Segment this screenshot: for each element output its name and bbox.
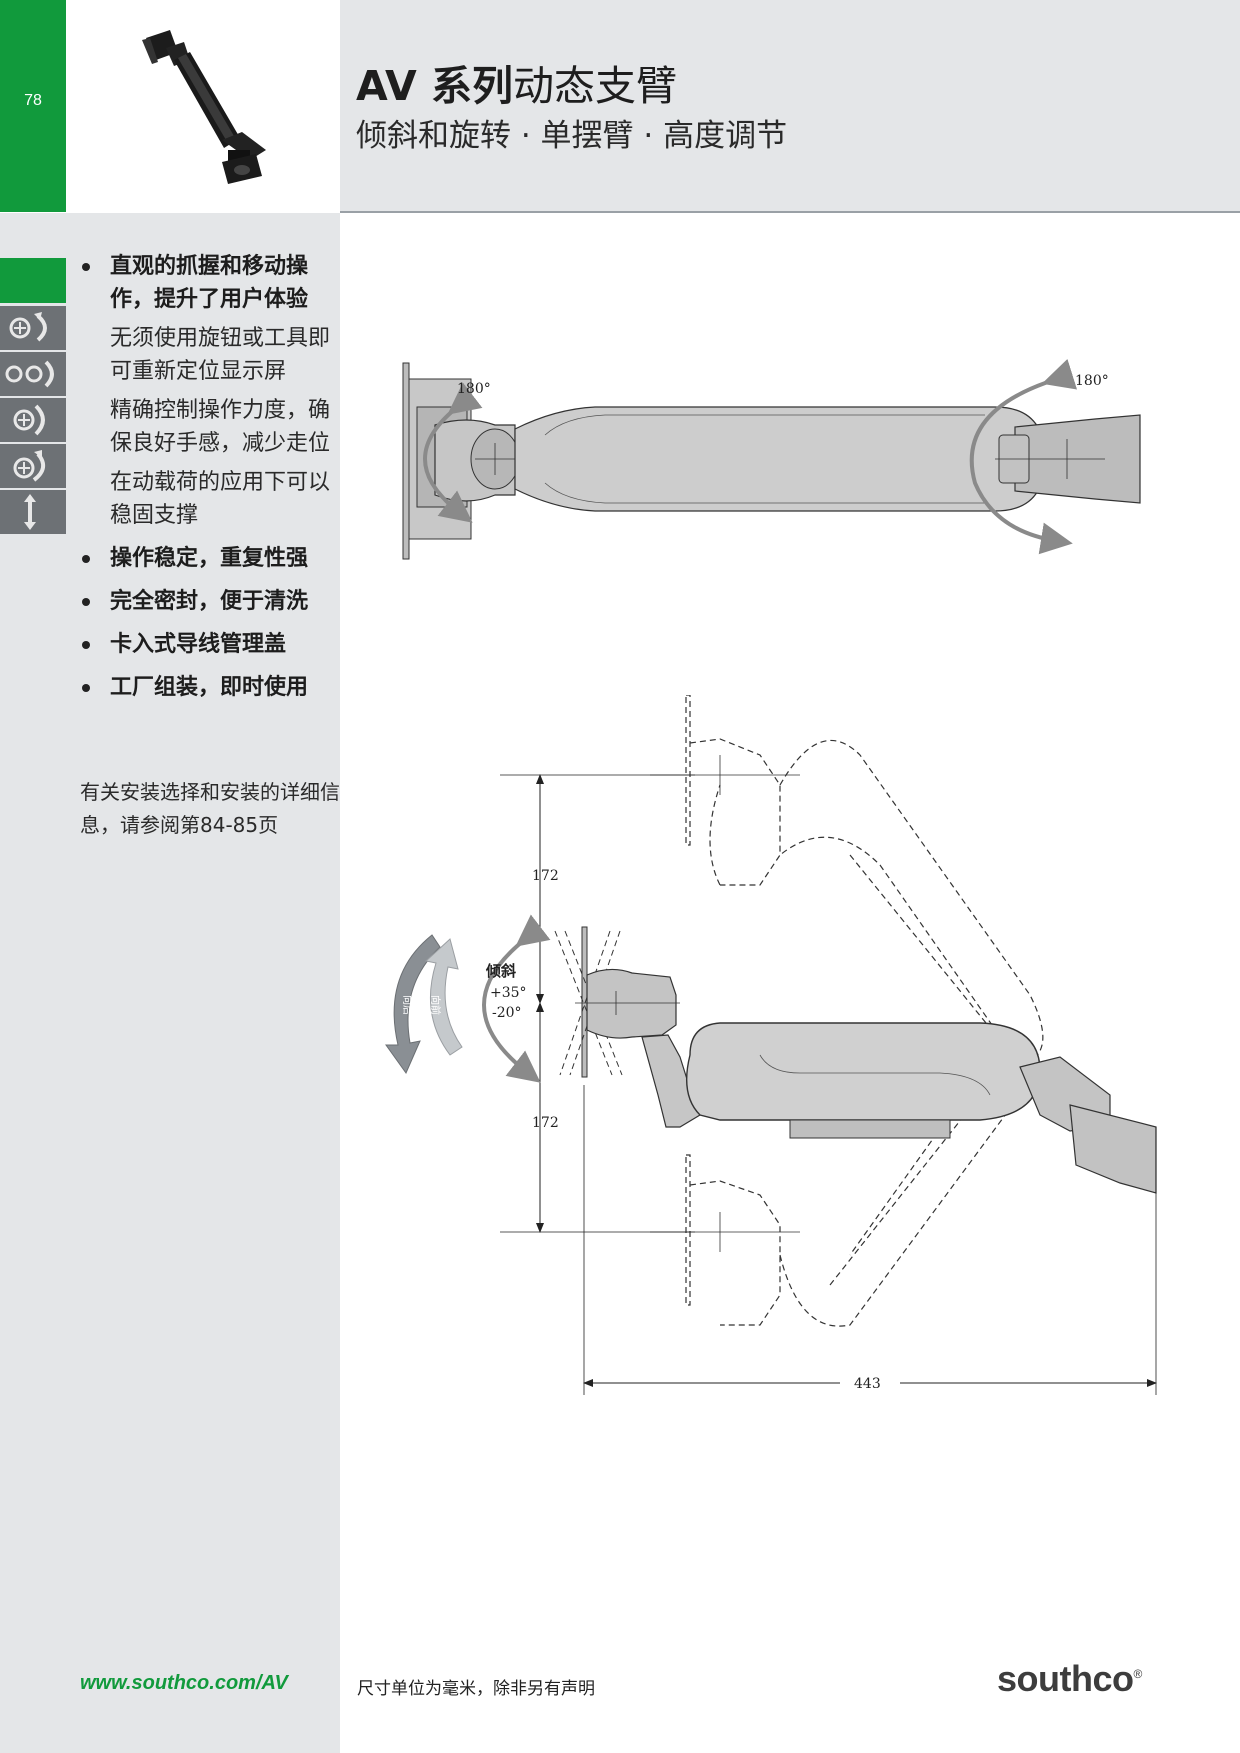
feature-item: 操作稳定，重复性强	[80, 542, 340, 575]
feature-item: 完全密封，便于清洗	[80, 585, 340, 618]
monitor-arm-product-image	[142, 30, 266, 184]
website-link[interactable]: www.southco.com/AV	[80, 1672, 288, 1694]
bullet	[82, 684, 90, 692]
feature-detail: 无须使用旋钮或工具即可重新定位显示屏	[110, 326, 331, 384]
feature-title: 工厂组装，即时使用	[110, 675, 309, 700]
tilt-icon	[0, 398, 66, 442]
swivel-icon	[0, 306, 66, 350]
install-note: 有关安装选择和安装的详细信息，请参阅第84-85页	[80, 780, 340, 837]
feature-list: 直观的抓握和移动操作，提升了用户体验 无须使用旋钮或工具即可重新定位显示屏 精确…	[80, 250, 340, 714]
dim-upper-172: 172	[532, 868, 559, 884]
dim-width-443: 443	[854, 1376, 881, 1392]
rotation-arrow-right	[969, 358, 1078, 555]
feature-title: 操作稳定，重复性强	[110, 546, 309, 571]
arrow-front-label: 向前	[429, 995, 442, 1015]
arrow-back-icon	[385, 934, 441, 1075]
bullet	[82, 555, 90, 563]
cable-cover	[789, 1119, 951, 1139]
monitor-plate	[581, 926, 588, 1078]
feature-item: 工厂组装，即时使用	[80, 671, 340, 704]
page-number: 78	[24, 92, 42, 109]
sidebar-accent	[0, 258, 66, 303]
title-product: 动态支臂	[512, 62, 677, 110]
feature-icon-stack	[0, 306, 66, 536]
tilt-limit-lines	[554, 930, 623, 1076]
rotation-label-right: 180°	[1075, 373, 1109, 389]
feature-item: 直观的抓握和移动操作，提升了用户体验 无须使用旋钮或工具即可重新定位显示屏 精确…	[80, 250, 340, 532]
feature-detail: 在动载荷的应用下可以稳固支撑	[110, 470, 331, 528]
arrow-back-label: 向后	[401, 995, 414, 1015]
feature-title: 直观的抓握和移动操作，提升了用户体验	[110, 254, 309, 312]
logo-text: southco	[997, 1658, 1134, 1699]
rotate-icon	[0, 444, 66, 488]
southco-logo: southco®	[997, 1658, 1142, 1700]
bullet	[82, 263, 90, 271]
main-arm	[514, 406, 1046, 512]
dim-lower-172: 172	[532, 1115, 559, 1131]
height-adjust-icon	[0, 490, 66, 534]
upper-position-outline	[685, 695, 1044, 1066]
side-view-drawing: 172 172 443 倾斜 +35° -20° 向后 向前	[385, 695, 1157, 1395]
units-note: 尺寸单位为毫米，除非另有声明	[357, 1679, 595, 1699]
wall-plate	[402, 362, 410, 560]
double-swivel-icon	[0, 352, 66, 396]
main-arm-solid	[685, 1022, 1041, 1121]
product-photo	[66, 0, 340, 212]
tilt-up-value: +35°	[490, 985, 527, 1001]
tilt-arrow	[482, 914, 551, 1083]
page-subtitle: 倾斜和旋转 · 单摆臂 · 高度调节	[356, 118, 788, 154]
feature-detail: 精确控制操作力度，确保良好手感，减少走位	[110, 398, 331, 456]
rotation-arrow-left	[423, 382, 483, 523]
feature-item: 卡入式导线管理盖	[80, 628, 340, 661]
tilt-down-value: -20°	[492, 1005, 522, 1021]
top-view-drawing: 180° 180°	[402, 358, 1141, 560]
rotation-label-left: 180°	[457, 381, 491, 397]
page-title: AV 系列动态支臂	[356, 52, 677, 112]
feature-title: 完全密封，便于清洗	[110, 589, 309, 614]
page-tab	[0, 0, 66, 212]
bullet	[82, 641, 90, 649]
feature-title: 卡入式导线管理盖	[110, 632, 287, 657]
tilt-head-solid	[586, 968, 677, 1039]
registered-mark: ®	[1133, 1667, 1143, 1681]
tilt-label: 倾斜	[485, 962, 516, 980]
bullet	[82, 598, 90, 606]
title-series: AV 系列	[356, 62, 513, 110]
arrow-front-icon	[424, 938, 463, 1056]
header-band	[340, 0, 1240, 213]
wall-bracket-solid	[1069, 1104, 1157, 1194]
